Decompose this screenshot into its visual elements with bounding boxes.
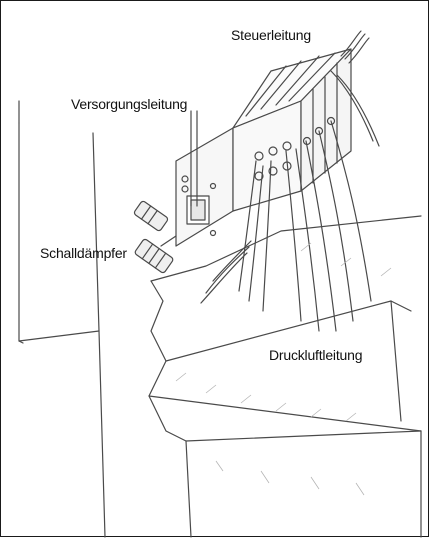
silencers <box>133 200 176 273</box>
surface-hatching <box>176 243 391 495</box>
mounting-plate <box>149 216 421 537</box>
label-druckluftleitung: Druckluftleitung <box>269 348 362 362</box>
cabinet-wall <box>19 101 105 537</box>
label-versorgungsleitung: Versorgungsleitung <box>71 97 187 111</box>
label-schalldaempfer: Schalldämpfer <box>40 246 127 260</box>
label-steuerleitung: Steuerleitung <box>231 28 311 42</box>
